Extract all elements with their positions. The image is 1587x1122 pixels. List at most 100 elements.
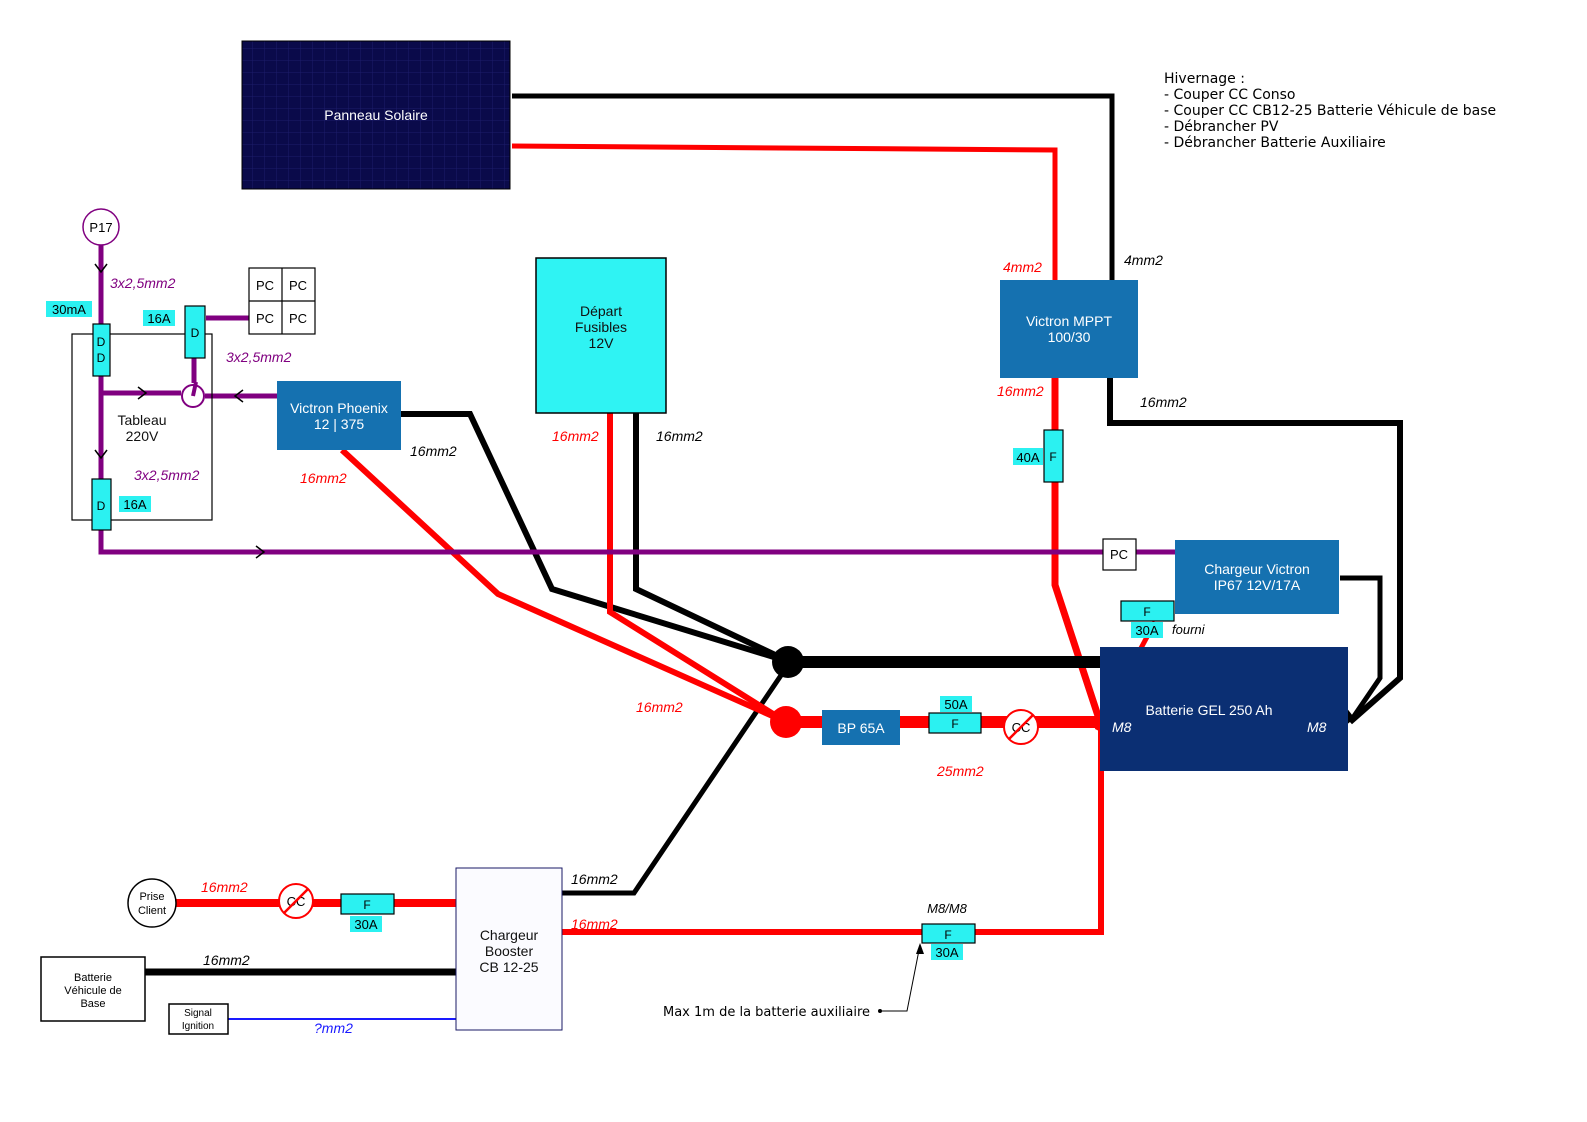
booster-out-fuse-rating-badge: 30A: [931, 944, 963, 960]
label-tableau-out: 3x2,5mm2: [134, 467, 200, 483]
mppt-fuse-f: F: [1049, 450, 1056, 464]
charger-pc-label: PC: [1110, 547, 1128, 562]
vehicule-label-2: Véhicule de: [64, 985, 122, 997]
m8-label-left: M8: [1112, 719, 1132, 735]
tableau-220v: Tableau 220V: [71, 333, 213, 521]
pc-breaker: D: [184, 305, 206, 359]
p17-socket: P17: [82, 208, 120, 246]
rcd-d2: D: [97, 351, 106, 365]
phoenix-label-1: Victron Phoenix: [290, 400, 388, 416]
booster-out-fuse-f: F: [944, 928, 951, 942]
solar-panel: Panneau Solaire: [241, 40, 511, 190]
label-pv-black: 4mm2: [1124, 252, 1163, 268]
label-phoenix-black: 16mm2: [410, 443, 457, 459]
booster-black-wire: [562, 660, 793, 896]
mppt-black-wire: [1107, 378, 1403, 725]
depart-label-1: Départ: [580, 303, 622, 319]
rcd-rating: 30mA: [52, 302, 86, 317]
charger-black-wire: [1340, 575, 1383, 724]
booster-in-fuse: F: [340, 893, 395, 915]
mppt-fuse-rating-badge: 40A: [1013, 448, 1043, 465]
label-main-red: 25mm2: [936, 763, 984, 779]
notes-line-4: - Débrancher Batterie Auxiliaire: [1164, 135, 1386, 151]
pc-breaker-d: D: [191, 326, 200, 340]
cc-main-switch: CC: [1003, 709, 1039, 745]
chargeur-label-1: Chargeur Victron: [1204, 561, 1310, 577]
phoenix-label-2: 12 | 375: [314, 416, 365, 432]
charger-fuse-note: fourni: [1172, 622, 1206, 637]
booster-out-fuse: F: [921, 923, 976, 944]
chevron-right-icon: [255, 545, 266, 559]
rcd-d1: D: [97, 335, 106, 349]
mppt-label-2: 100/30: [1048, 329, 1091, 345]
annotation-arrowhead: [916, 943, 924, 954]
positive-bus-junction: [770, 706, 802, 738]
label-mppt-black: 16mm2: [1140, 394, 1187, 410]
batterie-gel-box: Batterie GEL 250 Ah M8 M8: [1100, 647, 1348, 771]
booster-in-fuse-rating: 30A: [354, 917, 377, 932]
chargeur-victron-box: Chargeur Victron IP67 12V/17A: [1175, 540, 1339, 614]
depart-label-3: 12V: [589, 335, 615, 351]
out-breaker-d: D: [97, 499, 106, 513]
notes-line-3: - Débrancher PV: [1164, 119, 1279, 135]
main-fuse: F: [928, 712, 982, 734]
booster-label-1: Chargeur: [480, 927, 539, 943]
signal-ignition-box: Signal Ignition: [168, 1003, 229, 1035]
mppt-fuse-rating: 40A: [1016, 450, 1039, 465]
pc-outlet-4: PC: [289, 311, 307, 326]
booster-in-fuse-f: F: [363, 898, 370, 912]
pc-outlets-grid: PC PC PC PC: [248, 267, 316, 335]
main-fuse-rating-badge: 50A: [940, 696, 972, 712]
pv-red-wire: [511, 143, 1058, 280]
mppt-label-1: Victron MPPT: [1026, 313, 1113, 329]
label-p17-cable: 3x2,5mm2: [110, 275, 176, 291]
label-pc-cable: 3x2,5mm2: [226, 349, 292, 365]
chevron-down-icon: [94, 263, 108, 274]
chargeur-booster-box: Chargeur Booster CB 12-25: [455, 867, 563, 1031]
prise-client: Prise Client: [127, 878, 177, 928]
annotation-dot: [878, 1009, 882, 1013]
pc-outlet-2: PC: [289, 278, 307, 293]
notes-title: Hivernage :: [1164, 71, 1245, 87]
booster-in-fuse-rating-badge: 30A: [350, 916, 382, 932]
prise-label-1: Prise: [139, 891, 164, 903]
charger-fuse-f: F: [1143, 605, 1150, 619]
m8-label-right: M8: [1307, 719, 1327, 735]
tableau-out-purple: [98, 530, 1103, 555]
label-booster-black: 16mm2: [571, 871, 618, 887]
label-ignition: ?mm2: [314, 1020, 353, 1036]
chevron-right-icon: [137, 386, 148, 400]
hivernage-notes: Hivernage : - Couper CC Conso - Couper C…: [1164, 71, 1496, 151]
victron-phoenix-box: Victron Phoenix 12 | 375: [277, 381, 401, 450]
label-depart-black: 16mm2: [656, 428, 703, 444]
label-pv-red: 4mm2: [1003, 259, 1042, 275]
booster-out-fuse-note: M8/M8: [927, 901, 968, 916]
transfer-switch-icon: [181, 381, 205, 408]
label-vehicule-black: 16mm2: [203, 952, 250, 968]
depart-fusibles-box: Départ Fusibles 12V: [535, 257, 667, 414]
rcd-breaker: D D: [92, 323, 111, 377]
vehicule-label-1: Batterie: [74, 972, 112, 984]
bp-65a-box: BP 65A: [822, 710, 900, 745]
bp-label: BP 65A: [837, 720, 885, 736]
chevron-left-icon: [233, 389, 244, 403]
chargeur-label-2: IP67 12V/17A: [1214, 577, 1301, 593]
mppt-fuse: F: [1043, 429, 1064, 483]
label-phoenix-red: 16mm2: [300, 470, 347, 486]
batterie-gel-label: Batterie GEL 250 Ah: [1145, 702, 1272, 718]
booster-label-3: CB 12-25: [479, 959, 538, 975]
charger-fuse: F: [1120, 600, 1175, 622]
depart-black-wire: [633, 413, 792, 665]
out-breaker: D: [91, 478, 112, 531]
chevron-down-icon: [94, 449, 108, 460]
charger-pc-outlet: PC: [1102, 538, 1137, 571]
pc-breaker-rating-badge: 16A: [143, 310, 175, 326]
depart-label-2: Fusibles: [575, 319, 627, 335]
pv-black-wire: [512, 93, 1115, 280]
out-breaker-rating-badge: 16A: [119, 496, 151, 512]
booster-out-fuse-rating: 30A: [935, 945, 958, 960]
batterie-vehicule-box: Batterie Véhicule de Base: [40, 956, 146, 1022]
solar-panel-label: Panneau Solaire: [324, 107, 428, 123]
annotation-text: Max 1m de la batterie auxiliaire: [663, 1005, 870, 1020]
